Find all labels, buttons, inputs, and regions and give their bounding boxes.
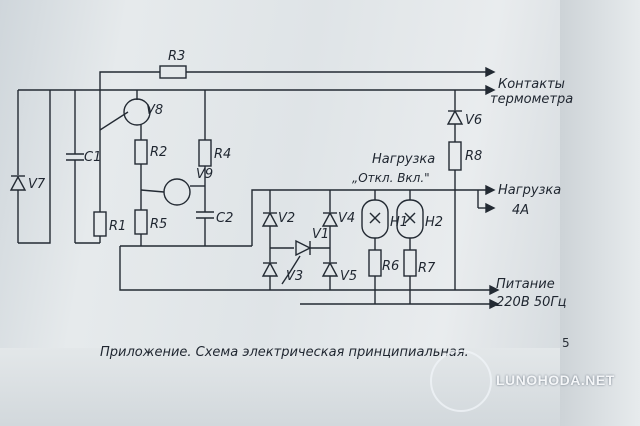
resistor-r6 (368, 249, 382, 277)
diode-v4 (321, 211, 339, 227)
label-r6: R6 (382, 259, 399, 274)
watermark-icon (430, 350, 492, 412)
label-h1: H1 (390, 215, 408, 230)
paper-fold (0, 348, 640, 426)
wire-r3-left (99, 71, 160, 130)
resistor-r7 (403, 249, 417, 277)
resistor-r3 (159, 65, 187, 79)
arrow-load-4a (485, 202, 496, 214)
diode-v2 (261, 211, 279, 227)
resistor-r4 (198, 139, 212, 167)
arrow-load (485, 184, 496, 196)
wire-left-rail (18, 90, 51, 244)
label-r3: R3 (168, 49, 185, 64)
figure-caption: Приложение. Схема электрическая принципи… (100, 345, 469, 360)
wire-load-bus (251, 189, 486, 246)
resistor-r1 (93, 211, 107, 237)
wire-power-bottom (119, 246, 490, 291)
resistor-r2 (134, 139, 148, 165)
terminal-load: Нагрузка (498, 183, 561, 198)
load-title: Нагрузка (372, 152, 435, 167)
label-r4: R4 (214, 147, 231, 162)
label-v4: V4 (338, 211, 355, 226)
label-v3: V3 (286, 269, 303, 284)
label-v6: V6 (465, 113, 482, 128)
label-r2: R2 (150, 145, 167, 160)
label-v8: V8 (146, 103, 163, 118)
arrow-contacts-1 (485, 66, 496, 78)
wire-v1-gate (281, 255, 301, 285)
label-r7: R7 (418, 261, 436, 276)
terminal-load-current: 4А (512, 203, 529, 218)
lamp-h1 (361, 199, 389, 239)
label-r1: R1 (109, 219, 126, 234)
label-v5: V5 (340, 269, 357, 284)
thyristor-v1 (295, 239, 312, 257)
arrow-power-2 (489, 298, 500, 310)
diode-v6 (446, 109, 464, 125)
load-modes: „Откл. Вкл." (352, 171, 430, 185)
label-c2: C2 (216, 211, 233, 226)
label-v1: V1 (312, 227, 329, 242)
watermark: LUNOHODA.NET (496, 372, 615, 388)
wire-v8-base (99, 111, 129, 131)
transistor-v9 (163, 178, 191, 206)
terminal-thermometer: термометра (490, 92, 573, 107)
wire-v9-base (140, 189, 165, 193)
resistor-r5 (134, 209, 148, 235)
label-h2: H2 (425, 215, 443, 230)
side-page-text (598, 80, 632, 410)
terminal-power: Питание (496, 277, 555, 292)
label-c1: C1 (84, 150, 101, 165)
page-number: 5 (562, 336, 570, 350)
diode-v7 (9, 175, 27, 191)
terminal-power-value: 220В 50Гц (496, 295, 567, 310)
diode-v3 (261, 261, 279, 277)
side-page (560, 0, 640, 426)
label-v9: V9 (196, 167, 213, 182)
terminal-contacts: Контакты (498, 77, 565, 92)
diode-v5 (321, 261, 339, 277)
label-v2: V2 (278, 211, 295, 226)
resistor-r8 (448, 141, 462, 171)
label-v7: V7 (28, 177, 46, 192)
arrow-power (489, 284, 500, 296)
label-r5: R5 (150, 217, 167, 232)
label-r8: R8 (465, 149, 482, 164)
arrow-thermometer (485, 84, 496, 96)
